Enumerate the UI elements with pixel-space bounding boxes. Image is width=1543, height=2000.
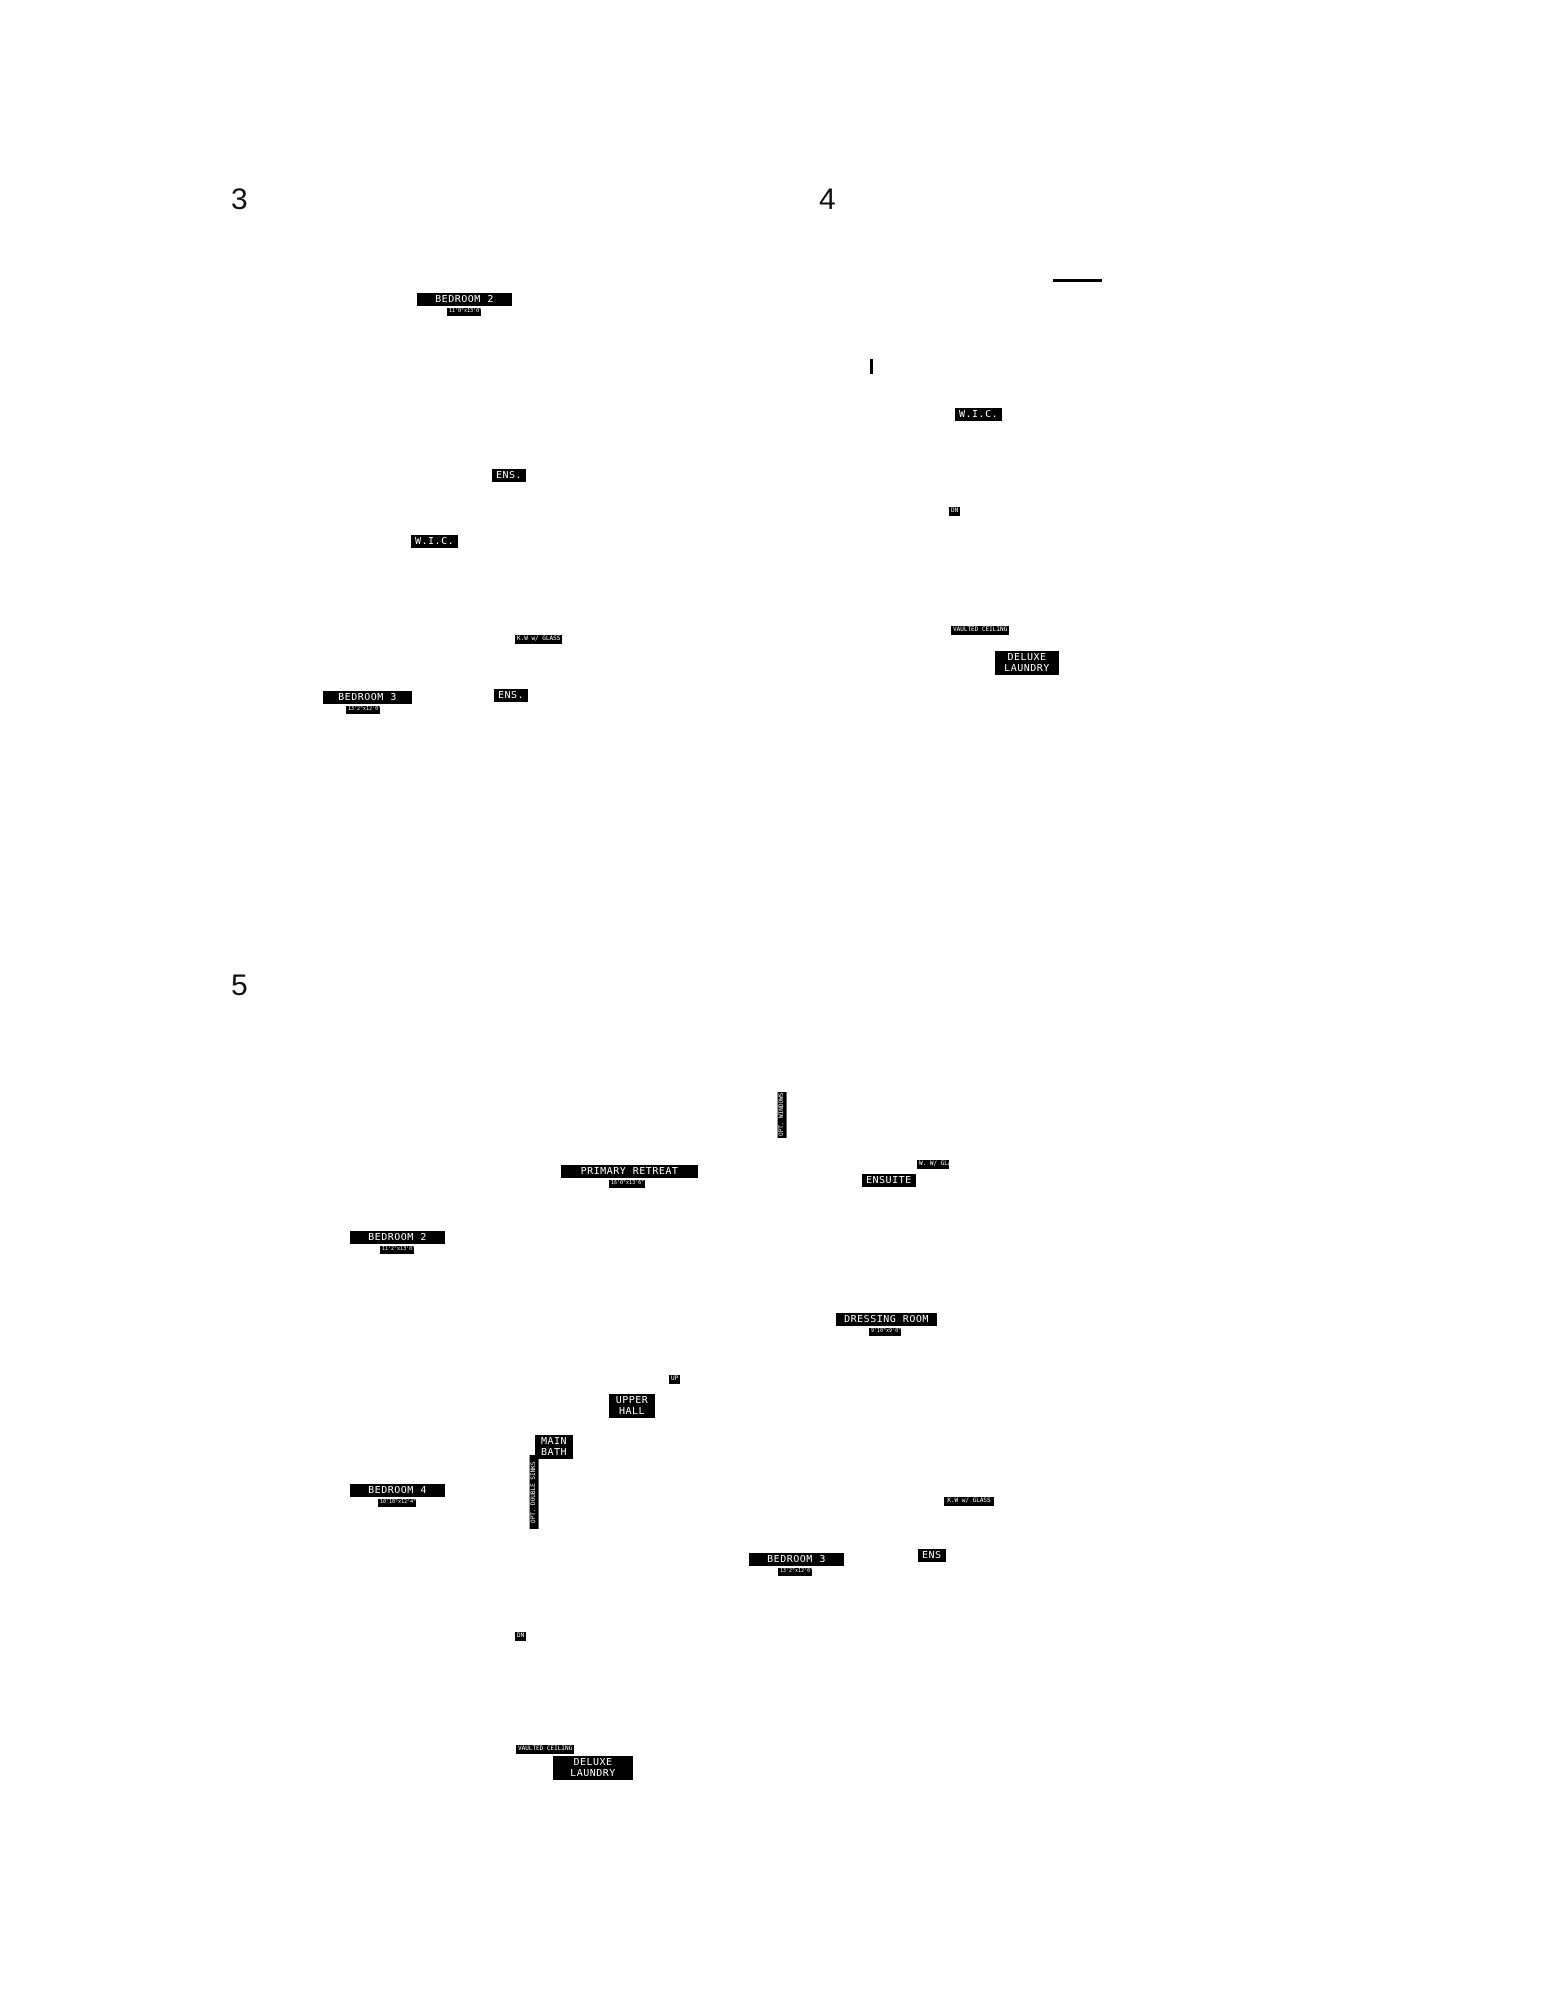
plan-5-kw-glass-top-label: W. W/ GLA [917,1160,952,1169]
plan-5-opt-windows-label: OPT. WINDOWS [778,1092,787,1138]
plan-5-kw-glass-label: K.W w/ GLASS [944,1497,994,1506]
plan-3-bedroom-3-label: BEDROOM 3 [323,691,412,704]
plan-5-bedroom-3-dim: 13'2"x12'0" [778,1568,814,1576]
plan-4-number: 4 [819,183,836,216]
plan-4-wall-segment [1053,279,1102,282]
plan-4-wic-label: W.I.C. [955,408,1003,421]
plan-3-bedroom-3-dim: 13'2"x12'0" [346,706,382,714]
plan-5-deluxe-laundry-line-2: LAUNDRY [570,1768,616,1779]
plan-5-deluxe-laundry-label: DELUXE LAUNDRY [553,1756,633,1780]
plan-5-main-bath-line-1: MAIN [540,1436,568,1447]
plan-5-upper-hall-line-1: UPPER [615,1395,649,1406]
plan-4-wall-stub [870,359,873,374]
plan-3-kw-glass-label: K.W w/ GLASS [515,635,563,644]
plan-5-upper-hall-line-2: HALL [618,1406,646,1417]
plan-5-number: 5 [231,969,248,1002]
plan-5-ensuite-label: ENSUITE [862,1174,916,1187]
plan-5-main-bath-label: MAIN BATH [535,1435,573,1459]
plan-5-deluxe-laundry-line-1: DELUXE [573,1757,613,1768]
plan-5-upper-hall-label: UPPER HALL [609,1394,655,1418]
plan-5-up-label: UP [669,1375,681,1384]
plan-4-deluxe-laundry-line-1: DELUXE [1007,652,1047,663]
plan-5-primary-retreat-label: PRIMARY RETREAT [561,1165,698,1178]
plan-3-number: 3 [231,183,248,216]
plan-3-bedroom-2-label: BEDROOM 2 [417,293,512,306]
plan-5-main-bath-line-2: BATH [540,1447,568,1458]
plan-5-bedroom-2-label: BEDROOM 2 [350,1231,445,1244]
plan-5-bedroom-4-label: BEDROOM 4 [350,1484,445,1497]
plan-5-bedroom-4-dim: 10'10"x12'4" [378,1499,417,1507]
plan-5-opt-double-sinks-label: OPT. DOUBLE SINKS [530,1455,539,1529]
plan-5-vaulted-ceiling-label: VAULTED CEILING [516,1745,574,1754]
plan-5-bedroom-2-dim: 11'2"x13'0" [380,1246,416,1254]
plan-3-bedroom-2-dim: 11'0"x13'0" [447,308,483,316]
plan-3-ens-lower-label: ENS. [494,689,529,702]
plan-3-ens-upper-label: ENS. [492,469,527,482]
plan-4-deluxe-laundry-line-2: LAUNDRY [1004,663,1050,674]
plan-5-dressing-room-label: DRESSING ROOM [836,1313,937,1326]
plan-3-wic-label: W.I.C. [411,535,459,548]
plan-4-dn-label: DN [949,507,961,516]
plan-5-ens-label: ENS [918,1549,946,1562]
plan-4-deluxe-laundry-label: DELUXE LAUNDRY [995,651,1059,675]
plan-5-dn-label: DN [515,1632,527,1641]
plan-5-dressing-room-dim: 9'10"x9'0" [869,1328,902,1336]
plan-4-vaulted-ceiling-label: VAULTED CEILING [951,626,1009,635]
plan-5-primary-retreat-dim: 16'0"x13'6" [609,1180,645,1188]
plan-5-bedroom-3-label: BEDROOM 3 [749,1553,844,1566]
